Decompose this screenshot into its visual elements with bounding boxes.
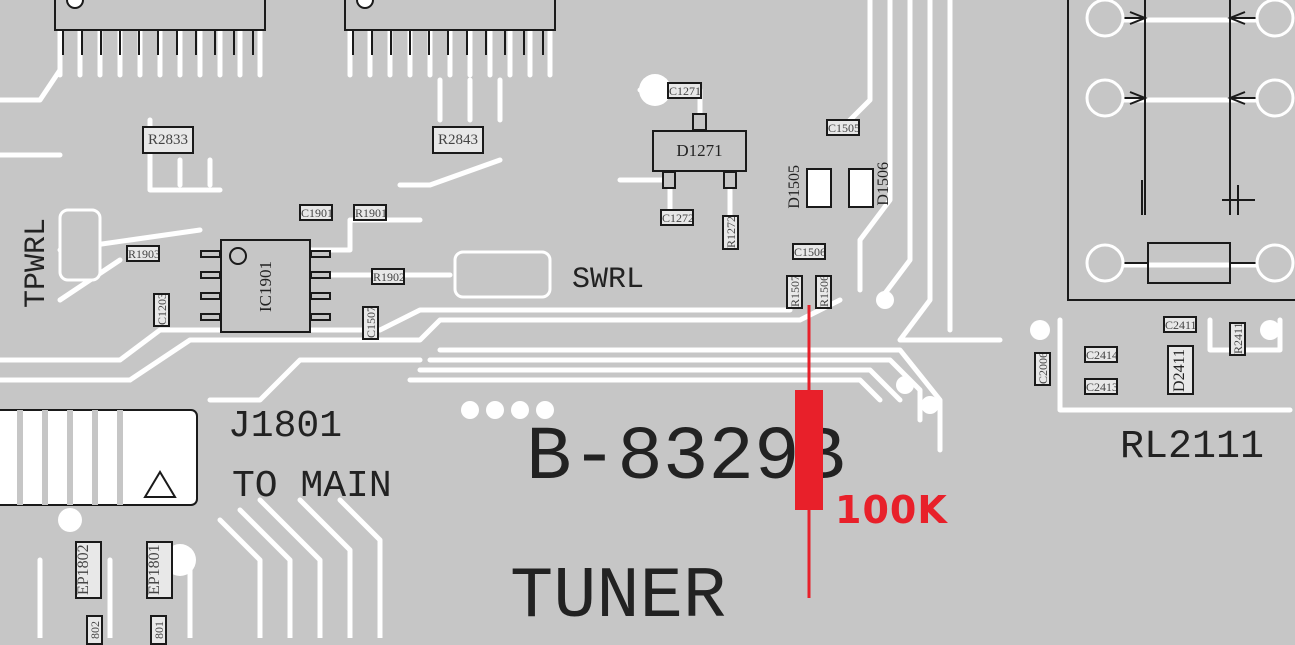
resistor-marker-overlay bbox=[795, 390, 823, 510]
component-C1506: C1506 bbox=[792, 243, 826, 260]
net-label-swrl: SWRL bbox=[572, 263, 645, 297]
component-D2411: D2411 bbox=[1167, 345, 1194, 395]
pin1-triangle-icon bbox=[143, 470, 177, 498]
component-R1272: R1272 bbox=[722, 215, 739, 250]
pin1-dot-icon bbox=[229, 247, 247, 265]
pad bbox=[310, 292, 331, 300]
pad bbox=[692, 113, 707, 131]
label-D1506: D1506 bbox=[875, 162, 892, 206]
component-C2413: C2413 bbox=[1084, 378, 1118, 395]
connector-ref: J1801 bbox=[228, 405, 343, 448]
component-label: R2833 bbox=[147, 132, 188, 148]
component-label: R2843 bbox=[437, 132, 478, 148]
component-R2411: R2411 bbox=[1229, 322, 1246, 356]
pad bbox=[310, 271, 331, 279]
pad bbox=[200, 292, 221, 300]
component-R2843: R2843 bbox=[432, 126, 484, 154]
component-C1901: C1901 bbox=[299, 204, 333, 221]
component-R2833: R2833 bbox=[142, 126, 194, 154]
component-C1271: C1271 bbox=[667, 82, 702, 99]
component-C1272: C1272 bbox=[660, 209, 694, 226]
net-label-tpwrl: TPWRL bbox=[20, 218, 54, 309]
pad bbox=[200, 250, 221, 258]
component-D1505 bbox=[806, 168, 832, 208]
component-R1902: R1902 bbox=[371, 268, 405, 285]
resistance-annotation: 100K bbox=[835, 488, 948, 532]
board-title: B-8329B bbox=[526, 415, 846, 501]
component-EP1801-lower: 801 bbox=[150, 615, 167, 645]
component-D1271: D1271 bbox=[652, 130, 747, 172]
component-C1203: C1203 bbox=[153, 293, 170, 327]
component-EP1801: EP1801 bbox=[146, 541, 173, 599]
component-D1506 bbox=[848, 168, 874, 208]
connector-desc: TO MAIN bbox=[232, 465, 392, 508]
component-R1903: R1903 bbox=[126, 245, 160, 262]
relay-label: RL2111 bbox=[1120, 425, 1265, 470]
pad bbox=[310, 250, 331, 258]
component-C1505: C1505 bbox=[826, 119, 860, 136]
component-IC1901: IC1901 bbox=[220, 239, 311, 333]
component-C2414: C2414 bbox=[1084, 346, 1118, 363]
component-EP1802: EP1802 bbox=[75, 541, 102, 599]
component-C2006: C2006 bbox=[1034, 352, 1051, 386]
component-EP1802-lower: 802 bbox=[86, 615, 103, 645]
component-C2411: C2411 bbox=[1163, 316, 1197, 333]
component-label: D2411 bbox=[1171, 349, 1188, 392]
component-label: D1271 bbox=[676, 141, 723, 160]
pad bbox=[200, 271, 221, 279]
component-R1901: R1901 bbox=[353, 204, 387, 221]
component-R1507: R1507 bbox=[786, 275, 803, 309]
pad bbox=[200, 313, 221, 321]
pad bbox=[723, 171, 737, 189]
component-C1507: C1507 bbox=[362, 306, 379, 340]
pad bbox=[662, 171, 676, 189]
pad bbox=[310, 313, 331, 321]
component-R1506: R1506 bbox=[815, 275, 832, 309]
component-label: IC1901 bbox=[256, 261, 275, 312]
section-label: TUNER bbox=[510, 556, 727, 638]
label-D1505: D1505 bbox=[786, 165, 803, 209]
